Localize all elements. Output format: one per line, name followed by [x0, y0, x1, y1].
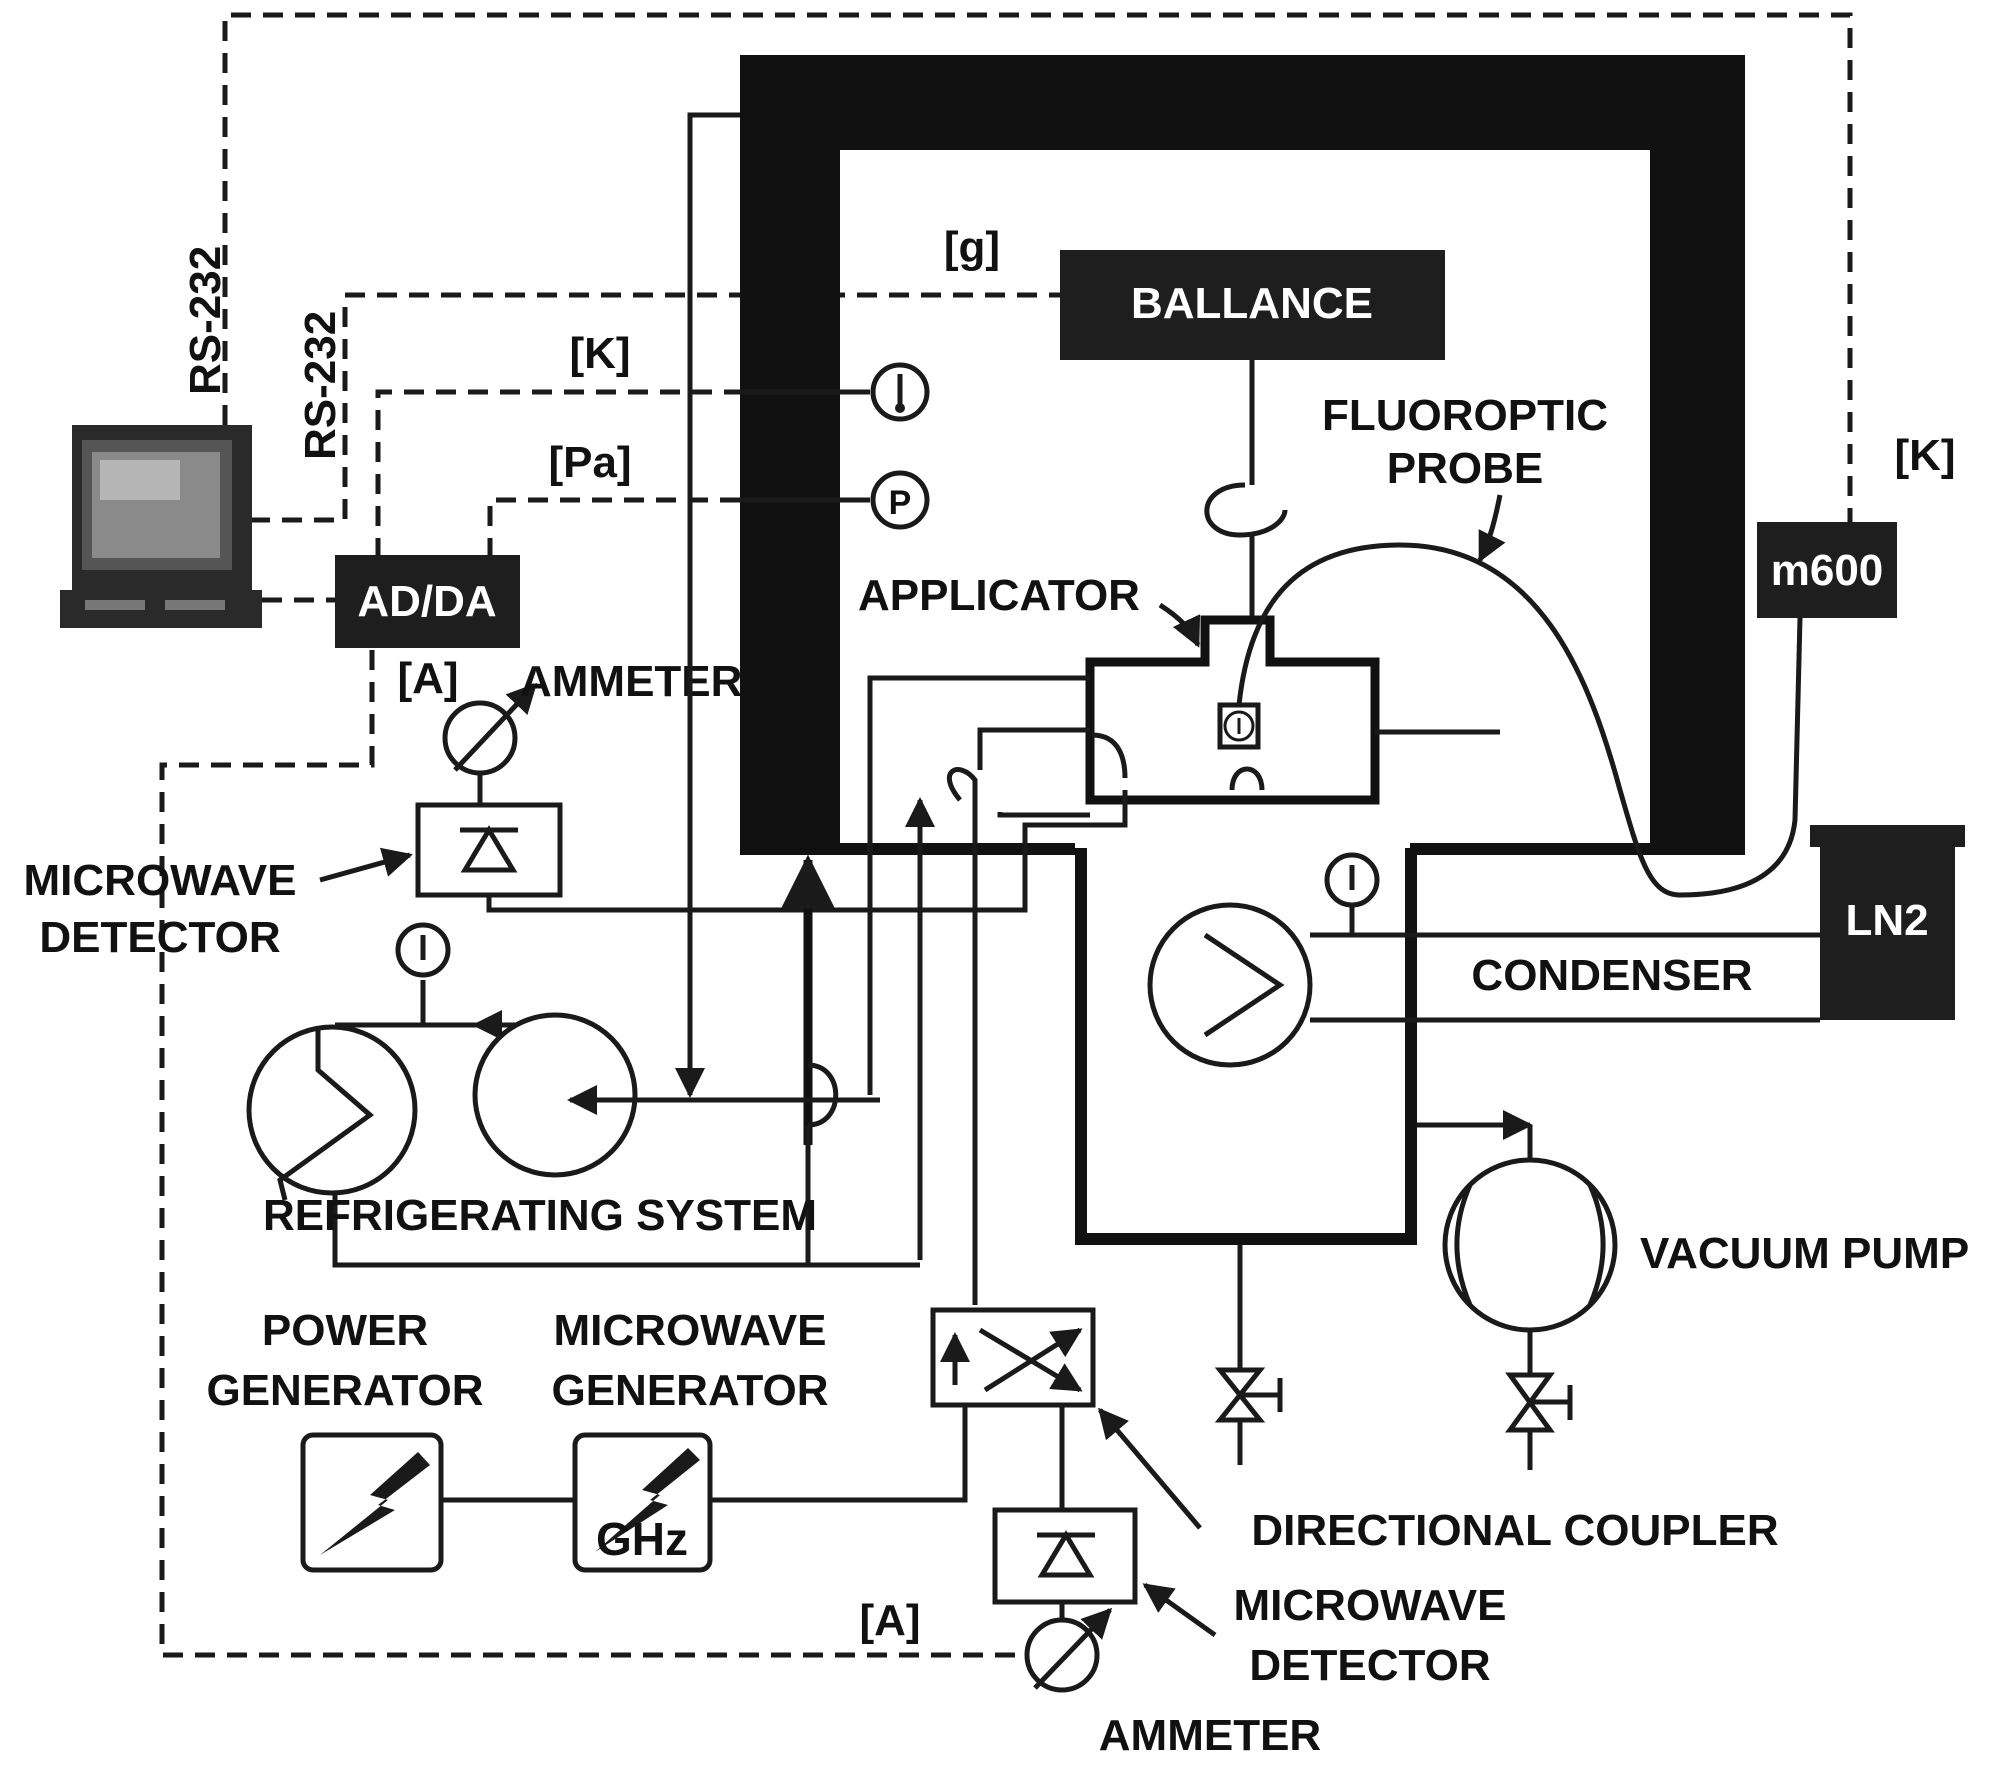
power-generator-label-2: GENERATOR	[206, 1366, 483, 1415]
pressure-symbol: P	[889, 484, 912, 522]
microwave-detector-left-label-1: MICROWAVE	[24, 856, 297, 905]
ammeter-bottom-label: AMMETER	[1099, 1711, 1321, 1760]
computer-icon	[60, 425, 262, 628]
vacuum-pump	[1417, 1110, 1618, 1470]
drain-valve	[1214, 1245, 1283, 1465]
directional-coupler-label: DIRECTIONAL COUPLER	[1251, 1506, 1778, 1555]
applicator-label: APPLICATOR	[858, 571, 1140, 620]
applicator	[1085, 615, 1500, 805]
microwave-detector-bottom-label-2: DETECTOR	[1249, 1641, 1490, 1690]
rs232-label-right: RS-232	[296, 311, 345, 460]
pressure-sensor: P	[740, 470, 930, 530]
fluoroptic-arrow	[1477, 494, 1506, 563]
ln2-dewar: LN2	[1810, 825, 1965, 1020]
generator-to-coupler	[710, 1405, 968, 1503]
ln2-label: LN2	[1845, 896, 1928, 945]
balance-unit: BALLANCE	[1060, 250, 1445, 620]
directional-coupler-arrow	[1098, 1407, 1202, 1530]
fluoroptic-label-2: PROBE	[1387, 444, 1543, 493]
balance-label: BALLANCE	[1131, 279, 1373, 328]
microwave-generator-label-1: MICROWAVE	[554, 1306, 827, 1355]
rs232-label-left: RS-232	[181, 246, 230, 395]
ammeter-top-label: AMMETER	[520, 657, 742, 706]
vacuum-pump-label: VACUUM PUMP	[1640, 1229, 1969, 1278]
m600-unit: m600	[1757, 522, 1897, 618]
vacuum-chamber	[740, 55, 1745, 1245]
applicator-arrow	[1158, 602, 1201, 648]
refrigerating-system	[246, 922, 920, 1268]
microwave-detector-bottom	[992, 1507, 1138, 1620]
microwave-detector-left	[415, 802, 563, 898]
microwave-generator-label-2: GENERATOR	[551, 1366, 828, 1415]
directional-coupler	[930, 1307, 1096, 1510]
ad-da-converter: AD/DA	[335, 555, 520, 648]
power-generator-label-1: POWER	[262, 1306, 428, 1355]
ammeter-bottom	[1024, 1607, 1113, 1693]
a-unit-top: [A]	[397, 654, 458, 703]
fluoroptic-probe	[1236, 542, 1803, 898]
thermometer-sensor-chamber	[740, 362, 930, 422]
microwave-generator: GHz	[572, 1432, 713, 1573]
k-unit-left: [K]	[569, 329, 630, 378]
a-unit-bottom: [A]	[859, 1596, 920, 1645]
microwave-detector-left-arrow	[319, 847, 413, 883]
microwave-detector-bottom-arrow	[1142, 1582, 1217, 1638]
condenser	[1147, 852, 1820, 1068]
condenser-label: CONDENSER	[1471, 951, 1752, 1000]
ammeter-top	[442, 682, 538, 805]
fluoroptic-label-1: FLUOROPTIC	[1322, 391, 1608, 440]
refrigerating-system-label: REFRIGERATING SYSTEM	[263, 1191, 817, 1240]
ad-da-label: AD/DA	[357, 577, 496, 626]
power-generator	[300, 1432, 444, 1573]
g-unit: [g]	[944, 223, 1000, 272]
m600-label: m600	[1771, 546, 1884, 595]
k-unit-right: [K]	[1894, 431, 1955, 480]
microwave-detector-left-label-2: DETECTOR	[39, 913, 280, 962]
microwave-detector-bottom-label-1: MICROWAVE	[1234, 1581, 1507, 1630]
ghz-label: GHz	[596, 1513, 688, 1565]
signal-lines	[159, 12, 1853, 1658]
pa-unit: [Pa]	[548, 438, 631, 487]
